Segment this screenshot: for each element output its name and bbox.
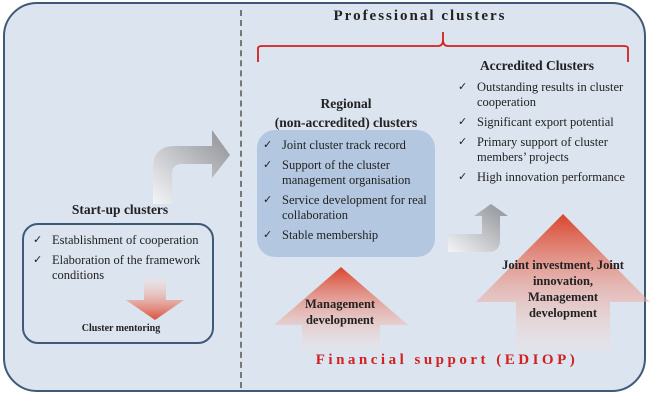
check-icon: ✓: [263, 194, 273, 206]
regional-box: ✓ Joint cluster track record ✓ Support of …: [257, 130, 435, 257]
list-item-text: Support of the cluster management organi…: [282, 158, 411, 187]
list-item-text: Significant export potential: [477, 115, 614, 129]
list-item: ✓ Establishment of cooperation: [30, 233, 210, 248]
accredited-title: Accredited Clusters: [479, 58, 595, 73]
list-item-text: Joint cluster track record: [282, 138, 406, 152]
list-item-text: Elaboration of the framework conditions: [52, 253, 201, 282]
accredited-list: ✓ Outstanding results in cluster cooperat…: [455, 80, 645, 190]
list-item: ✓ Stable membership: [260, 228, 432, 243]
startup-title: Start-up clusters: [71, 202, 169, 217]
list-item: ✓ Outstanding results in cluster cooperat…: [455, 80, 645, 110]
check-icon: ✓: [33, 234, 43, 246]
list-item: ✓ Primary support of cluster members’ pro…: [455, 135, 645, 165]
mentoring-down-arrow-icon: [126, 278, 184, 320]
check-icon: ✓: [33, 254, 43, 266]
check-icon: ✓: [458, 136, 468, 148]
financial-support-label: Financial support (EDIOP): [315, 352, 579, 368]
list-item-text: Service development for real collaborati…: [282, 193, 427, 222]
check-icon: ✓: [458, 116, 468, 128]
check-icon: ✓: [263, 139, 273, 151]
curved-arrow-small-icon: [448, 204, 508, 252]
check-icon: ✓: [263, 159, 273, 171]
list-item: ✓ Joint cluster track record: [260, 138, 432, 153]
list-item: ✓ High innovation performance: [455, 170, 645, 185]
dashed-divider: [240, 10, 242, 388]
regional-title: Regional(non-accredited) clusters: [274, 96, 418, 130]
check-icon: ✓: [458, 171, 468, 183]
management-up-arrow-icon: [274, 267, 408, 350]
professional-brace-icon: [257, 32, 629, 62]
list-item: ✓ Significant export potential: [455, 115, 645, 130]
list-item-text: High innovation performance: [477, 170, 625, 184]
list-item-text: Outstanding results in cluster cooperati…: [477, 80, 624, 109]
startup-box: ✓ Establishment of cooperation ✓ Elaborati…: [22, 223, 214, 344]
list-item-text: Establishment of cooperation: [52, 233, 199, 247]
list-item-text: Stable membership: [282, 228, 379, 242]
joint-investment-label: Joint investment, Joint innovation, Mana…: [502, 258, 624, 320]
check-icon: ✓: [263, 229, 273, 241]
cluster-mentoring-label: Cluster mentoring: [81, 323, 161, 334]
professional-clusters-title: Professional clusters: [333, 8, 507, 24]
joint-up-arrow-icon: [476, 214, 650, 352]
management-development-label: Management development: [304, 297, 376, 327]
list-item-text: Primary support of cluster members’ proj…: [477, 135, 608, 164]
list-item: ✓ Elaboration of the framework conditions: [30, 253, 210, 283]
curved-arrow-icon: [153, 130, 230, 204]
check-icon: ✓: [458, 81, 468, 93]
list-item: ✓ Support of the cluster management organ…: [260, 158, 432, 188]
list-item: ✓ Service development for real collaborat…: [260, 193, 432, 223]
